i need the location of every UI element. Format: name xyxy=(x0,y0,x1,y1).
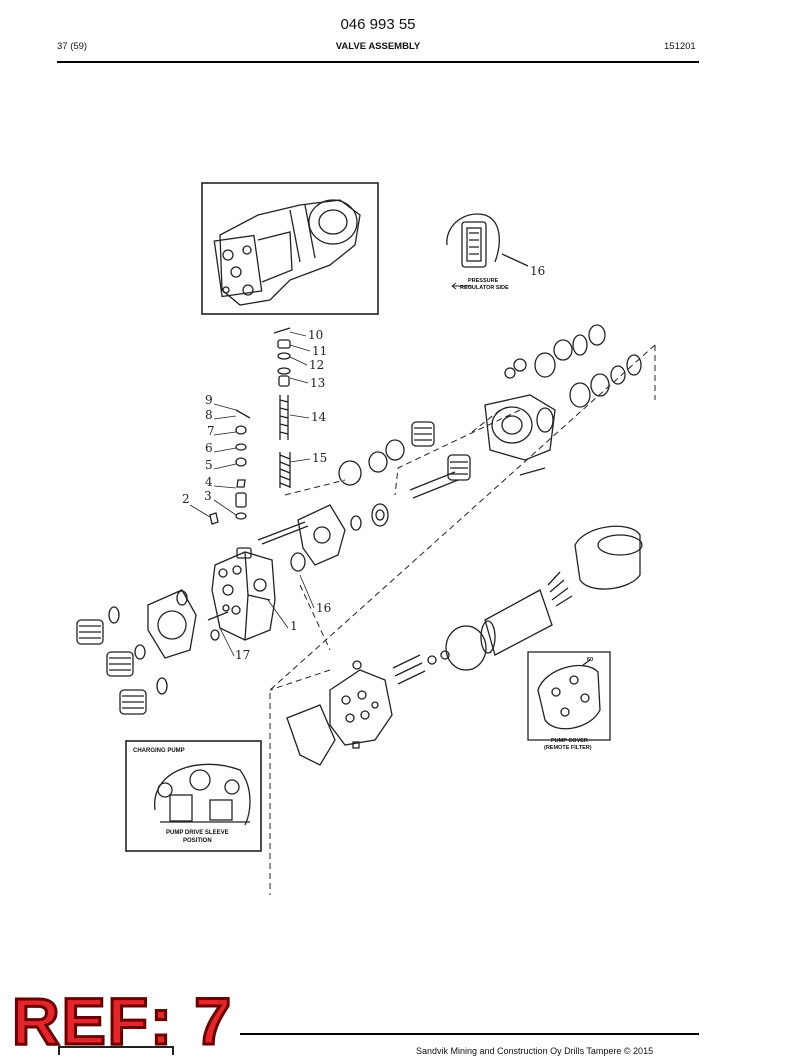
label-16-seal: 16 xyxy=(316,601,331,615)
label-14: 14 xyxy=(311,410,327,424)
footer-rule xyxy=(240,1033,699,1035)
spring-column xyxy=(273,327,291,488)
label-1: 1 xyxy=(290,619,298,633)
charging-pump-inset xyxy=(125,740,262,852)
page-indicator: 37 (59) xyxy=(57,41,88,52)
port-plate xyxy=(297,504,346,566)
label-13: 13 xyxy=(310,376,325,390)
charging-pump-caption-1: PUMP DRIVE SLEEVE xyxy=(166,830,229,836)
pressure-regulator-caption-1: PRESSURE xyxy=(468,278,499,284)
label-10: 10 xyxy=(308,328,323,342)
item-labels: 1 2 3 4 5 6 7 8 9 10 11 12 13 14 15 16 1… xyxy=(182,264,545,662)
pump-photo-icon xyxy=(213,199,361,306)
pump-cover-lower xyxy=(286,660,393,766)
label-9: 9 xyxy=(205,393,213,407)
label-11: 11 xyxy=(312,344,327,358)
ref-stamp: REF: 7 xyxy=(10,984,234,1058)
gear-shaft xyxy=(338,421,471,531)
label-12: 12 xyxy=(309,358,324,372)
pump-photo-inset xyxy=(201,182,379,315)
pump-cover-caption-2: (REMOTE FILTER) xyxy=(544,745,592,751)
pump-cover-inset xyxy=(527,651,611,741)
header-rule xyxy=(57,61,699,63)
page-title: VALVE ASSEMBLY xyxy=(335,41,421,52)
rod-part xyxy=(257,521,309,545)
doc-code: 151201 xyxy=(664,41,696,52)
seal-16 xyxy=(290,552,306,572)
pump-cover-caption-1: PUMP COVER xyxy=(551,738,588,744)
small-parts-stack xyxy=(209,409,251,525)
label-3: 3 xyxy=(204,489,212,503)
doc-number: 046 993 55 xyxy=(340,16,416,33)
label-17: 17 xyxy=(235,648,250,662)
label-8: 8 xyxy=(205,408,213,422)
footer-text: Sandvik Mining and Construction Oy Drill… xyxy=(416,1046,654,1056)
charging-pump-title: CHARGING PUMP xyxy=(133,748,185,754)
label-16-top: 16 xyxy=(530,264,545,278)
charging-pump-caption-2: POSITION xyxy=(183,838,212,844)
stamp-underline xyxy=(58,1046,174,1055)
pressure-regulator-caption-2: REGULATOR SIDE xyxy=(460,285,509,291)
label-6: 6 xyxy=(205,441,213,455)
pump-cover-tag: 60 xyxy=(587,657,593,663)
label-7: 7 xyxy=(207,424,215,438)
assembly-guide-lines xyxy=(269,344,656,895)
valve-body-part xyxy=(211,547,276,641)
label-2: 2 xyxy=(182,492,190,506)
label-4: 4 xyxy=(205,475,213,489)
filter-assembly xyxy=(392,525,643,685)
pump-housing xyxy=(484,394,556,476)
pressure-regulator-inset xyxy=(446,213,529,290)
bearing-rings xyxy=(504,324,642,408)
label-5: 5 xyxy=(205,458,213,472)
drive-gears-left xyxy=(76,589,229,715)
label-15: 15 xyxy=(312,451,327,465)
